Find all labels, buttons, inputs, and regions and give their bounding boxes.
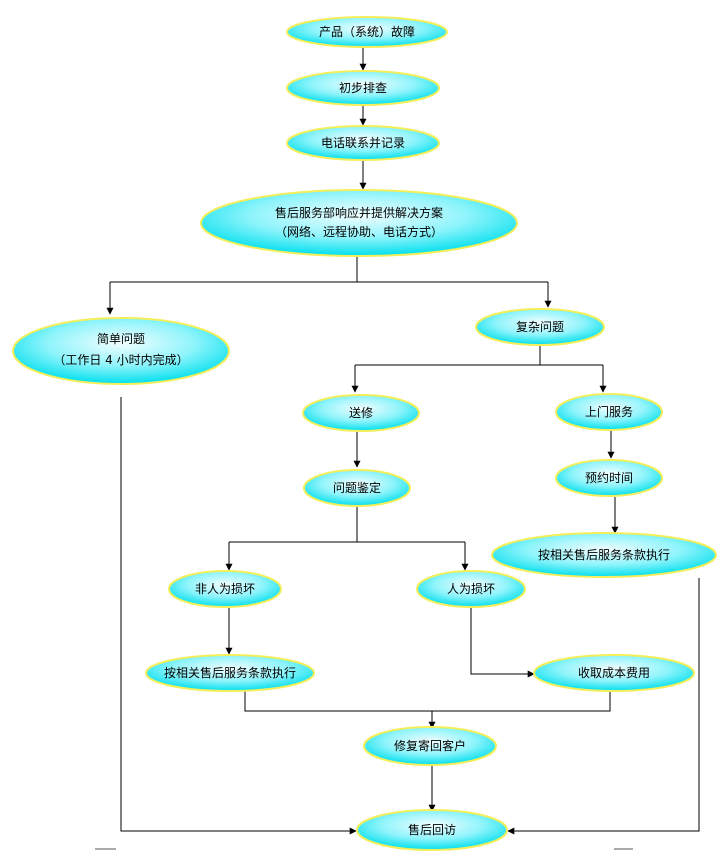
- arrow-clause-right-to-followup: [507, 578, 700, 835]
- node-charge-cost[interactable]: 收取成本费用: [533, 654, 695, 692]
- node-charge-cost-label: 收取成本费用: [578, 666, 650, 680]
- node-initial-check-label: 初步排查: [339, 81, 387, 95]
- node-simple-issue[interactable]: 简单问题 （工作日 4 小时内完成）: [12, 317, 230, 385]
- node-dept-response[interactable]: 售后服务部响应并提供解决方案 （网络、远程协助、电话方式）: [200, 189, 518, 257]
- node-dept-response-line1: 售后服务部响应并提供解决方案: [275, 205, 443, 220]
- node-followup-label: 售后回访: [408, 822, 456, 837]
- arrow-human-to-charge: [470, 607, 535, 678]
- node-identify-label: 问题鉴定: [333, 480, 381, 495]
- node-simple-issue-line1: 简单问题: [97, 332, 145, 346]
- branch-complex: [355, 345, 541, 366]
- node-phone-record-label: 电话联系并记录: [321, 136, 405, 150]
- branch-identify: [229, 507, 358, 543]
- node-dept-response-line2: （网络、远程协助、电话方式）: [275, 224, 443, 239]
- node-appointment[interactable]: 预约时间: [555, 459, 663, 497]
- node-return-customer[interactable]: 修复寄回客户: [363, 726, 497, 766]
- connectors: [106, 46, 700, 835]
- node-non-human-damage-label: 非人为损坏: [195, 582, 255, 596]
- node-clause-right-label: 按相关售后服务条款执行: [538, 547, 670, 562]
- arrow-simple-to-followup: [120, 397, 357, 835]
- node-fault[interactable]: 产品（系统）故障: [286, 16, 448, 48]
- node-send-repair[interactable]: 送修: [302, 394, 420, 432]
- node-appointment-label: 预约时间: [585, 470, 633, 485]
- node-human-damage-label: 人为损坏: [447, 582, 495, 596]
- node-return-customer-label: 修复寄回客户: [394, 738, 466, 753]
- node-human-damage[interactable]: 人为损坏: [416, 570, 526, 608]
- merge-to-return: [244, 689, 611, 712]
- node-send-repair-label: 送修: [349, 405, 373, 420]
- node-clause-left-label: 按相关售后服务条款执行: [164, 665, 296, 680]
- node-simple-issue-line2: （工作日 4 小时内完成）: [53, 352, 188, 367]
- node-clause-left[interactable]: 按相关售后服务条款执行: [145, 654, 315, 692]
- node-non-human-damage[interactable]: 非人为损坏: [168, 570, 282, 608]
- node-phone-record[interactable]: 电话联系并记录: [286, 125, 440, 161]
- branch-dept: [110, 257, 358, 283]
- node-onsite-service-label: 上门服务: [585, 404, 633, 419]
- node-complex-issue[interactable]: 复杂问题: [475, 308, 605, 346]
- node-fault-label: 产品（系统）故障: [319, 24, 415, 39]
- node-initial-check[interactable]: 初步排查: [286, 70, 440, 106]
- node-followup[interactable]: 售后回访: [356, 809, 508, 851]
- node-clause-right[interactable]: 按相关售后服务条款执行: [491, 532, 717, 578]
- node-complex-issue-label: 复杂问题: [516, 320, 564, 334]
- node-identify[interactable]: 问题鉴定: [303, 469, 411, 507]
- node-onsite-service[interactable]: 上门服务: [555, 393, 663, 431]
